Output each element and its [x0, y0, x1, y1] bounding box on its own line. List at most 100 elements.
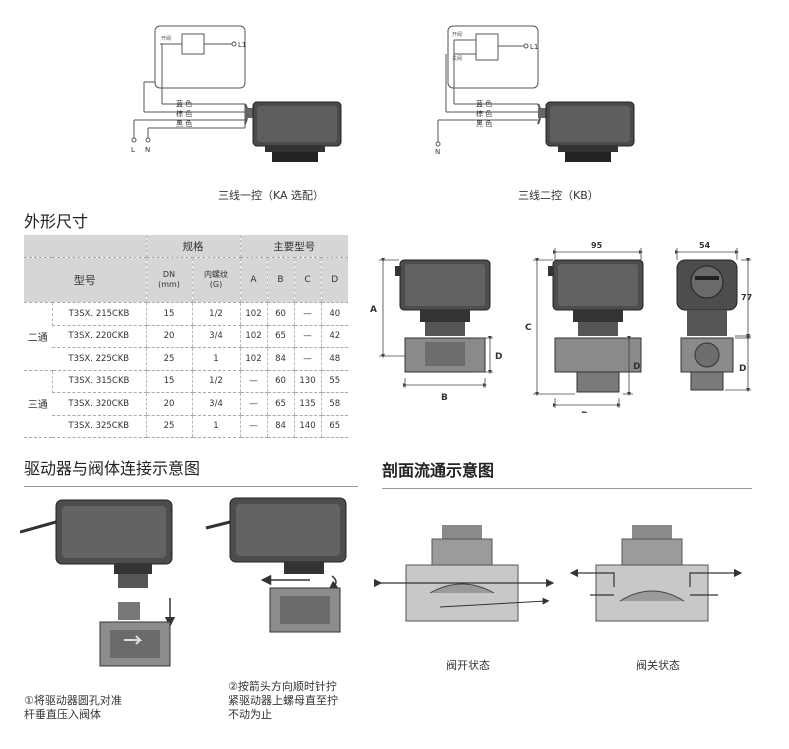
wire-brown-label: 棕 色	[476, 109, 492, 118]
three-way-valve-drawing: 95 C B D	[525, 241, 644, 413]
actuator-icon	[244, 101, 342, 162]
step2-text: ②按箭头方向顺时针拧 紧驱动器上螺母直至拧 不动为止	[228, 680, 338, 722]
header-c: C	[293, 257, 321, 303]
dim-b-label-2: B	[581, 411, 588, 413]
wire-blue-label: 蓝 色	[476, 99, 492, 108]
cell-b: 84	[266, 415, 294, 438]
cell-dn: 15	[145, 370, 192, 393]
header-spec: 规格	[145, 235, 240, 258]
dim-d-label-2: D	[633, 362, 640, 372]
connection-diagram	[20, 497, 347, 667]
wiring-diagram-ka: 开阀 L1 蓝 色 棕 色 黑 色 L N	[131, 25, 342, 162]
cell-d: 55	[320, 370, 348, 393]
group-two-way: 二通	[24, 302, 52, 371]
cell-b: 65	[266, 392, 294, 416]
cell-dn: 25	[145, 347, 192, 371]
cell-thread: 1	[191, 347, 240, 371]
step1-illustration	[20, 499, 176, 667]
cell-thread: 3/4	[191, 325, 240, 348]
cell-model: T3SX. 225CKB	[52, 347, 146, 371]
table-header-row: 规格 主要型号	[24, 235, 348, 258]
caption-ka: 三线一控（KA 选配）	[218, 189, 325, 202]
terminal-n: N	[145, 146, 150, 154]
cell-a: 102	[239, 302, 267, 326]
cell-c: —	[293, 325, 321, 348]
cell-a: —	[239, 415, 267, 438]
cell-a: 102	[239, 325, 267, 348]
cell-b: 65	[266, 325, 294, 348]
two-way-valve-drawing: A B D	[370, 258, 502, 403]
controller-box	[154, 25, 246, 89]
table-row: T3SX. 225CKB 25 1 102 84 — 48	[24, 347, 348, 371]
table-header-row: 型号 DN(mm) 内螺纹(G) A B C D	[24, 257, 348, 303]
step2-line3: 不动为止	[228, 708, 272, 721]
wire-black-label: 黑 色	[176, 119, 192, 128]
cell-d: 40	[320, 302, 348, 326]
dim-95-label: 95	[591, 241, 603, 250]
cell-model: T3SX. 215CKB	[51, 302, 146, 326]
header-b: B	[266, 257, 294, 303]
table-row: T3SX. 320CKB 20 3/4 — 65 135 58	[24, 392, 348, 416]
table-row: 三通 T3SX. 315CKB 15 1/2 — 60 130 55	[24, 370, 348, 438]
cell-thread: 1	[191, 415, 240, 438]
section-title: 剖面流通示意图	[382, 461, 495, 480]
cell-thread: 1/2	[191, 370, 240, 393]
cell-c: —	[293, 302, 321, 326]
header-d: D	[320, 257, 348, 303]
header-a: A	[239, 257, 267, 303]
cell-a: 102	[239, 347, 267, 371]
actuator-icon	[537, 101, 635, 162]
cell-d: 58	[320, 392, 348, 416]
switch-label: 开阀	[161, 35, 171, 42]
caption-kb: 三线二控（KB）	[518, 189, 599, 202]
closed-caption: 阀关状态	[636, 659, 680, 672]
cell-b: 84	[266, 347, 294, 371]
header-dn: DN(mm)	[145, 257, 192, 303]
cell-b: 60	[266, 302, 294, 326]
cell-dn: 20	[145, 325, 192, 348]
dim-a-label: A	[370, 305, 377, 315]
section-flow-diagram	[373, 525, 743, 622]
wire-black-label: 黑 色	[476, 119, 492, 128]
cell-a: —	[239, 370, 267, 393]
dim-d-label: D	[495, 352, 502, 362]
dim-d-label-3: D	[739, 364, 746, 374]
dim-c-label: C	[525, 323, 532, 333]
terminal-l: L	[131, 146, 135, 154]
side-view-drawing: 54 77 D	[675, 241, 752, 392]
cell-b: 60	[266, 370, 294, 393]
cell-d: 42	[320, 325, 348, 348]
cell-model: T3SX. 220CKB	[52, 325, 146, 348]
spec-table: 规格 主要型号 型号 DN(mm) 内螺纹(G) A B C D 二通 T3SX…	[24, 235, 348, 438]
valve-closed-section	[569, 525, 743, 622]
terminal-l1: L1	[238, 41, 246, 49]
dimension-drawings: A B D 95 C B D	[370, 241, 752, 413]
cell-dn: 25	[145, 415, 192, 438]
table-row: T3SX. 325CKB 25 1 — 84 140 65	[24, 415, 348, 438]
terminal-l1: L1	[530, 43, 538, 51]
cell-thread: 3/4	[191, 392, 240, 416]
header-main-models: 主要型号	[239, 235, 348, 258]
cell-model: T3SX. 315CKB	[51, 370, 146, 393]
cell-d: 65	[320, 415, 348, 438]
dim-54-label: 54	[699, 241, 711, 250]
cell-model: T3SX. 320CKB	[52, 392, 146, 416]
cell-dn: 20	[145, 392, 192, 416]
cell-c: —	[293, 347, 321, 371]
table-row: T3SX. 220CKB 20 3/4 102 65 — 42	[24, 325, 348, 348]
group-three-way: 三通	[24, 370, 52, 438]
section-divider	[382, 488, 752, 489]
header-thread: 内螺纹(G)	[191, 257, 240, 303]
connection-divider	[24, 486, 358, 487]
step1-line1: ①将驱动器圆孔对准	[24, 694, 122, 707]
wire-brown-label: 棕 色	[176, 109, 192, 118]
cell-dn: 15	[145, 302, 192, 326]
wire-blue-label: 蓝 色	[176, 99, 192, 108]
cell-thread: 1/2	[191, 302, 240, 326]
terminal-n: N	[435, 148, 440, 156]
table-row: 二通 T3SX. 215CKB 15 1/2 102 60 — 40	[24, 302, 348, 371]
connection-title: 驱动器与阀体连接示意图	[24, 459, 201, 478]
switch-open-label: 开阀	[452, 31, 462, 38]
switch-close-label: 关阀	[452, 55, 462, 62]
step2-line2: 紧驱动器上螺母直至拧	[228, 694, 338, 707]
